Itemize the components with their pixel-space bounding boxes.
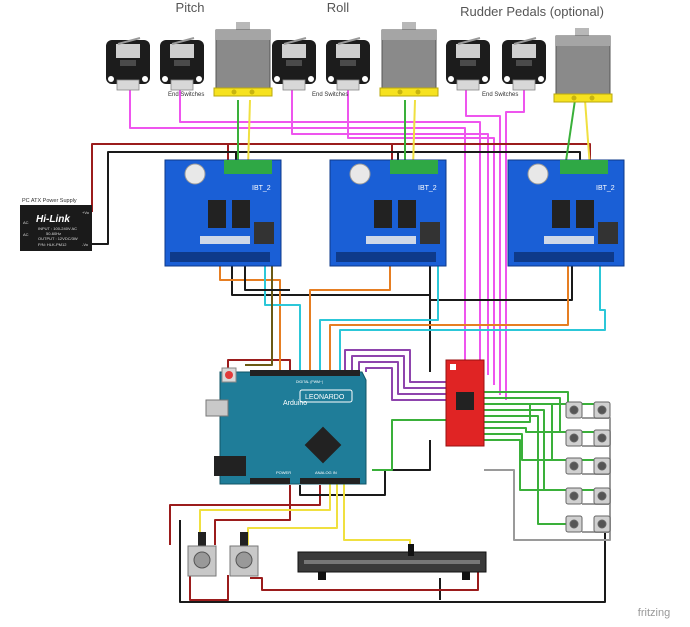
motor-rudder [553, 28, 613, 103]
ground-wires [92, 151, 606, 603]
arduino-power-header: POWER [276, 470, 291, 475]
end-switch-pitch-1 [106, 37, 150, 91]
end-switch-roll-2 [326, 37, 370, 91]
psu-ac-1: AC [23, 220, 29, 225]
driver-pitch [164, 159, 282, 267]
psu-vout-plus: +Vo [82, 210, 90, 215]
driver-label-pitch: IBT_2 [252, 185, 271, 192]
button-wires-green [372, 391, 596, 525]
driver-roll [329, 159, 447, 267]
end-switch-rudder-1 [446, 37, 490, 91]
arduino-leonardo: Arduino LEONARDO DIGITAL (PWM~) POWER AN… [205, 367, 367, 485]
end-switch-label-rudder: End Switches [482, 92, 518, 98]
rudder-title: Rudder Pedals (optional) [460, 4, 604, 19]
psu-line-3: OUTPUT : 12VDC/3W [38, 236, 78, 241]
end-switch-label-roll: End Switches [312, 92, 348, 98]
motor-drivers [164, 159, 625, 267]
arduino-model: LEONARDO [305, 394, 345, 401]
roll-title: Roll [327, 0, 350, 15]
pot-vcc-wires [189, 572, 479, 601]
arduino-brand: Arduino [283, 400, 307, 407]
psu-brand: Hi-Link [36, 214, 70, 225]
potentiometer-2 [229, 532, 259, 577]
potentiometer-1 [187, 532, 217, 577]
motor-roll [379, 22, 439, 97]
potentiometers [187, 532, 259, 577]
psu-ac-2: AC [23, 232, 29, 237]
button-wires-gray [484, 417, 611, 541]
button-col-1 [565, 401, 583, 533]
end-switch-wires [129, 84, 525, 400]
end-switch-label-pitch: End Switches [168, 92, 204, 98]
pitch-title: Pitch [176, 0, 205, 15]
psu-line-4: P/N: HLK-PM12 [38, 242, 67, 247]
fritzing-watermark: fritzing [638, 607, 670, 619]
multiplexer-board [445, 359, 485, 447]
button-col-2 [593, 401, 611, 533]
motors [213, 22, 613, 103]
power-supply: Hi-Link INPUT : 100-240V AC 50-60Hz OUTP… [20, 205, 92, 251]
motor-wires-yellow [247, 99, 591, 169]
end-switch-rudder-2 [502, 37, 546, 91]
push-buttons [565, 401, 611, 533]
psu-caption: PC ATX Power Supply [22, 198, 77, 204]
end-switch-pitch-2 [160, 37, 204, 91]
motor-wires-green [237, 99, 576, 169]
psu-line-2: 50-60Hz [46, 231, 61, 236]
motor-pitch [213, 22, 273, 97]
driver-label-roll: IBT_2 [418, 185, 437, 192]
end-switch-roll-1 [272, 37, 316, 91]
arduino-digital-header: DIGITAL (PWM~) [296, 380, 323, 384]
mux-wires [344, 349, 446, 401]
analog-wires [199, 480, 411, 550]
psu-line-1: INPUT : 100-240V AC [38, 226, 77, 231]
arduino-analog-header: ANALOG IN [315, 470, 337, 475]
end-switches [106, 37, 546, 91]
driver-rudder [507, 159, 625, 267]
slide-potentiometer [297, 544, 487, 580]
psu-vout-minus: -Vo [82, 242, 89, 247]
driver-label-rudder: IBT_2 [596, 185, 615, 192]
control-wires [219, 262, 606, 372]
